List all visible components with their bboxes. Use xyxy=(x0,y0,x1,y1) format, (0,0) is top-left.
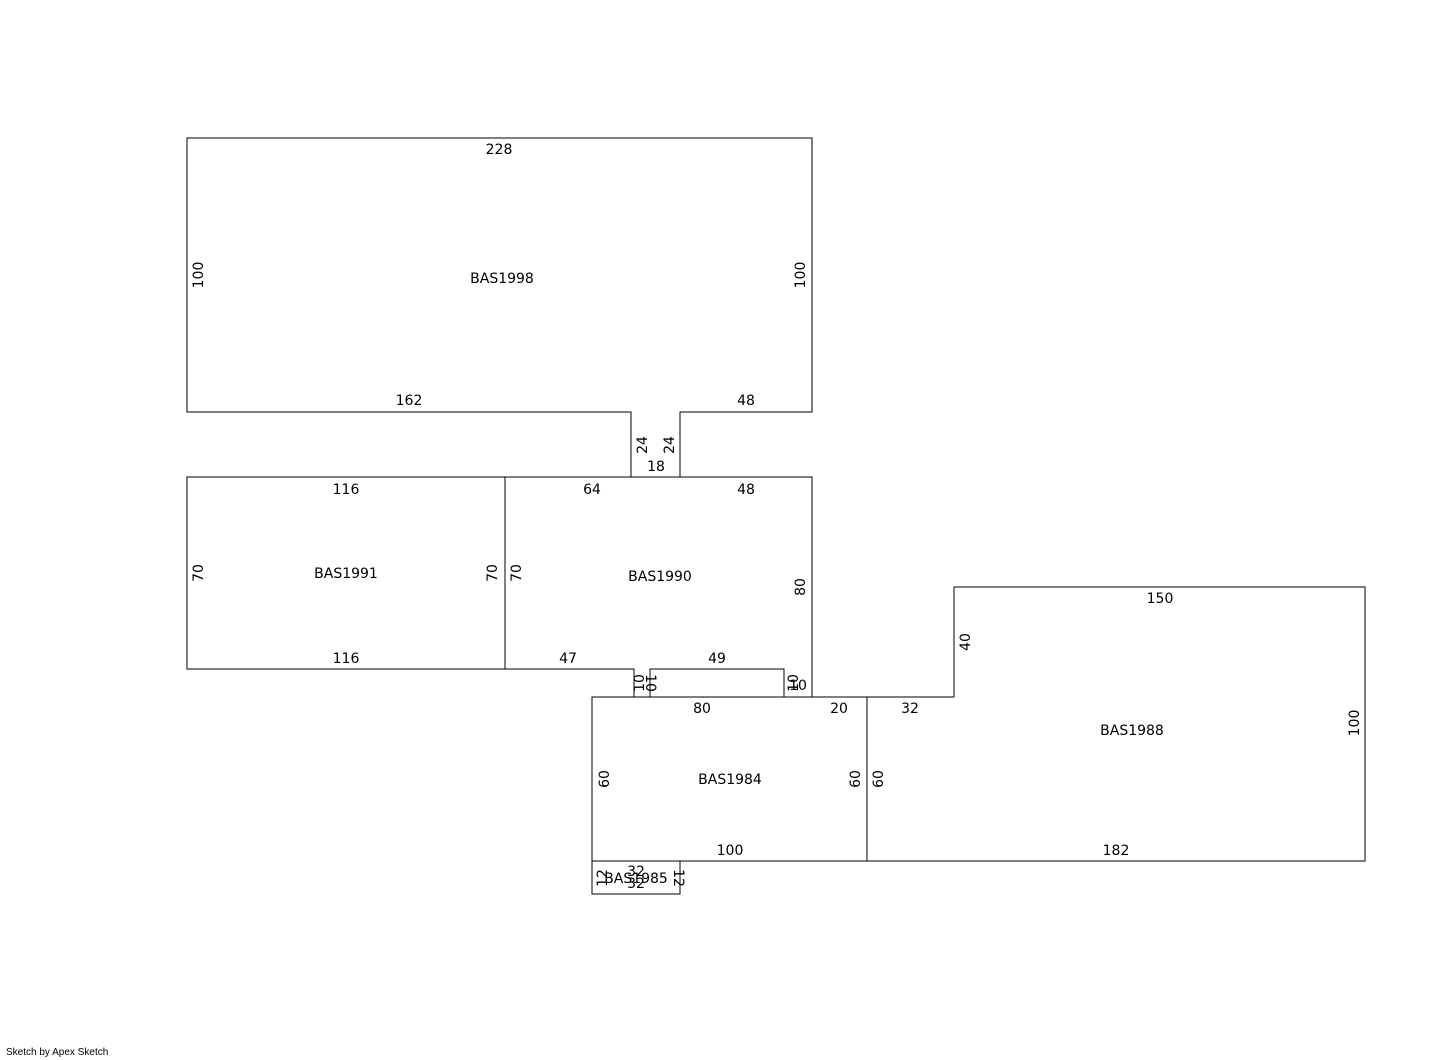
area-bas1988-outline xyxy=(866,586,1366,862)
dim-label: 60 xyxy=(848,770,864,788)
dim-label: 48 xyxy=(737,482,755,498)
dim-label: 70 xyxy=(191,564,207,582)
dim-label: 100 xyxy=(717,843,744,859)
dim-label: 64 xyxy=(583,482,601,498)
dim-label: 40 xyxy=(958,633,974,651)
dim-label: 228 xyxy=(486,142,513,158)
dim-label: 12 xyxy=(595,869,611,887)
dim-label: 70 xyxy=(509,564,525,582)
dim-label: 48 xyxy=(737,393,755,409)
footer-credit: Sketch by Apex Sketch xyxy=(6,1047,109,1058)
dim-label: 60 xyxy=(597,770,613,788)
dim-label: 60 xyxy=(871,770,887,788)
dim-label: 12 xyxy=(670,869,686,887)
dim-label: 100 xyxy=(191,262,207,289)
dim-label: 10 xyxy=(642,674,658,692)
area-label-bas1988: BAS1988 xyxy=(1100,723,1164,739)
dim-label: 100 xyxy=(793,262,809,289)
dim-label: 80 xyxy=(793,578,809,596)
dim-label: 32 xyxy=(901,701,919,717)
dim-label: 24 xyxy=(662,436,678,454)
area-bas1990-outline xyxy=(504,476,813,698)
dim-label: 182 xyxy=(1103,843,1130,859)
dim-label: 80 xyxy=(693,701,711,717)
dim-label: 47 xyxy=(559,651,577,667)
area-label-bas1990: BAS1990 xyxy=(628,569,692,585)
dim-label: 150 xyxy=(1147,591,1174,607)
dim-label: 24 xyxy=(635,436,651,454)
dim-label: 70 xyxy=(485,564,501,582)
dim-label: 10 xyxy=(786,674,802,692)
dim-label: 49 xyxy=(708,651,726,667)
area-bas1985-outline xyxy=(591,860,681,895)
area-label-bas1985: BAS1985 xyxy=(604,871,668,887)
area-label-bas1991: BAS1991 xyxy=(314,566,378,582)
dim-label: 18 xyxy=(647,459,665,475)
dim-label: 116 xyxy=(333,482,360,498)
area-bas1998-outline xyxy=(186,137,813,478)
area-label-bas1998: BAS1998 xyxy=(470,271,534,287)
dim-label: 116 xyxy=(333,651,360,667)
area-label-bas1984: BAS1984 xyxy=(698,772,762,788)
dim-label: 100 xyxy=(1347,710,1363,737)
dim-label: 32 xyxy=(627,864,645,880)
dim-label: 10 xyxy=(632,674,648,692)
dim-label: 162 xyxy=(396,393,423,409)
dim-label: 10 xyxy=(789,678,807,694)
dim-label: 20 xyxy=(830,701,848,717)
dim-label: 32 xyxy=(627,876,645,892)
